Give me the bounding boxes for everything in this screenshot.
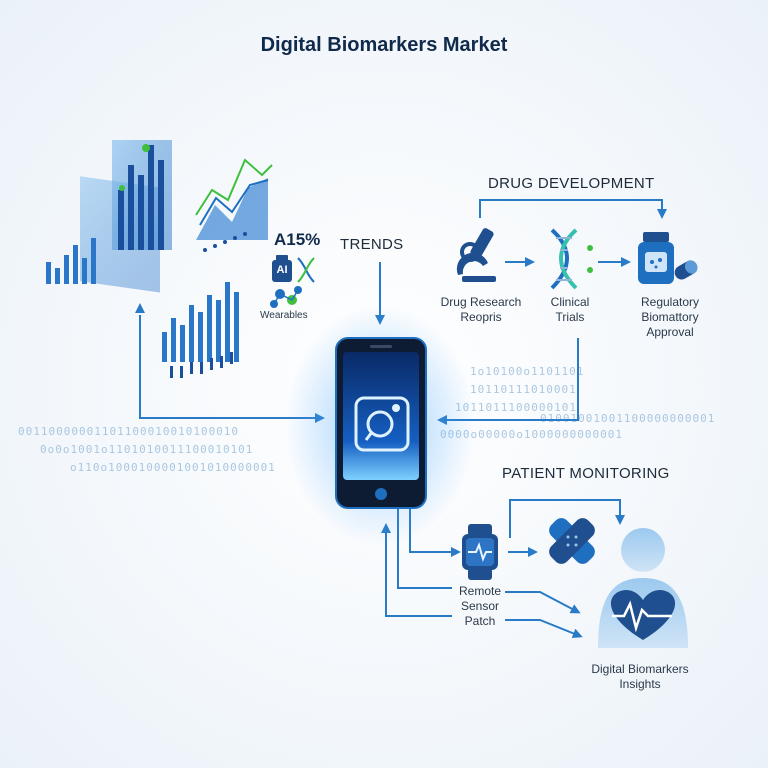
binary-stream: o110o1000100001001010000001	[70, 461, 276, 474]
regulatory-line2: Biomattory	[641, 310, 699, 324]
charts-to-phone-arrow	[139, 315, 325, 423]
regulatory-line3: Approval	[646, 325, 694, 339]
patient-monitoring-title: PATIENT MONITORING	[502, 465, 670, 482]
trends-label: TRENDS	[340, 236, 404, 253]
binary-stream: 10110111010001	[470, 383, 577, 396]
insights-line2: Insights	[619, 677, 661, 691]
digital-biomarkers-insights-label: Digital Biomarkers Insights	[570, 662, 710, 692]
clinical-trials-label: Clinical Trials	[530, 295, 610, 325]
drug-loop-arrow	[479, 199, 667, 219]
remote-sensor-line2: Sensor	[460, 599, 500, 613]
smartwatch-icon	[462, 524, 498, 580]
sensor-patch-icon	[549, 518, 595, 564]
regulatory-line1: Regulatory	[640, 295, 700, 309]
ai-badge-icon	[272, 255, 292, 282]
binary-stream: 0000o00000o1000000000001	[440, 428, 623, 441]
binary-stream: 00110000001101100010010100010	[18, 425, 240, 438]
drug-to-phone-arrow	[437, 338, 579, 425]
growth-stat: A15%	[274, 230, 321, 249]
binary-stream: 01001001001100000000001	[540, 412, 716, 425]
wearables-label: Wearables	[260, 310, 308, 321]
remote-sensor-line1: Remote	[458, 584, 502, 598]
binary-stream: 1011011100000101	[455, 401, 577, 414]
ai-badge-label: AI	[276, 264, 288, 276]
drug-development-title: DRUG DEVELOPMENT	[488, 175, 655, 192]
remote-sensor-line3: Patch	[464, 614, 496, 628]
wearables-network-icon	[270, 286, 302, 308]
regulatory-approval-label: Regulatory Biomattory Approval	[620, 295, 720, 340]
medicine-bottle-icon	[638, 232, 698, 284]
drug-research-line1: Drug Research	[440, 295, 522, 309]
page-title: Digital Biomarkers Market	[260, 34, 508, 56]
smartphone-icon	[285, 305, 475, 545]
remote-sensor-patch-label: Remote Sensor Patch	[448, 584, 512, 629]
microscope-icon	[456, 228, 496, 282]
insights-line1: Digital Biomarkers	[591, 662, 689, 676]
drug-research-label: Drug Research Reopris	[426, 295, 536, 325]
dna-small-icon	[297, 257, 315, 283]
binary-stream: 1o10100o1101101	[470, 365, 585, 378]
patient-heart-icon	[598, 528, 688, 648]
clinical-trials-line2: Trials	[555, 310, 585, 324]
clinical-trials-line1: Clinical	[550, 295, 590, 309]
binary-stream: 0o0o1001o1101010011100010101	[40, 443, 254, 456]
drug-research-line2: Reopris	[460, 310, 502, 324]
analytics-charts-illustration	[46, 140, 273, 378]
dna-icon	[550, 228, 593, 290]
